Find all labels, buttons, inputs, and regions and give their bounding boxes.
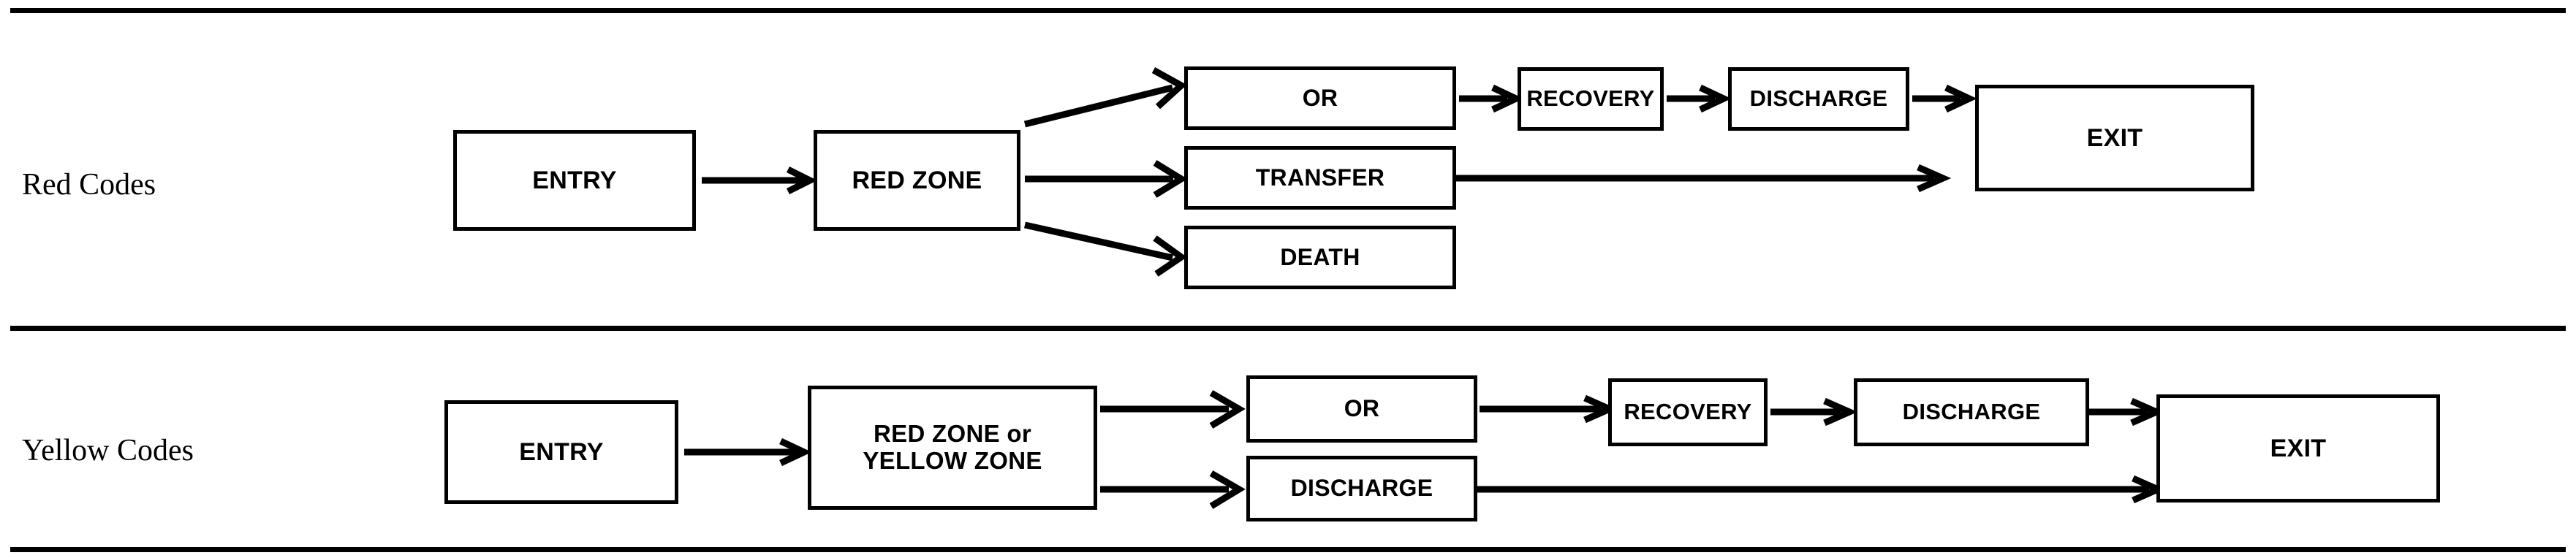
node-red-entry[interactable]: ENTRY [453, 130, 696, 231]
node-red-recovery[interactable]: RECOVERY [1518, 67, 1664, 131]
row-label-red-codes: Red Codes [22, 168, 156, 202]
arrow-yellow-entry-to-zone [684, 437, 812, 467]
node-red-exit[interactable]: EXIT [1975, 85, 2254, 191]
node-yellow-discharge-branch[interactable]: DISCHARGE [1246, 456, 1477, 521]
node-red-transfer[interactable]: TRANSFER [1184, 146, 1456, 210]
node-yellow-zone-line2: YELLOW ZONE [863, 447, 1042, 474]
arrow-yellow-discharge-to-exit [2089, 397, 2165, 427]
arrow-yellow-or-to-recovery [1480, 394, 1618, 424]
arrow-red-recovery-to-discharge [1667, 84, 1732, 113]
node-yellow-discharge[interactable]: DISCHARGE [1854, 378, 2089, 446]
arrow-red-transfer-to-exit [1456, 164, 1952, 193]
divider-top [10, 8, 2566, 13]
divider-bottom [10, 547, 2566, 552]
node-yellow-entry[interactable]: ENTRY [444, 400, 678, 504]
arrow-group-yellow-zone-branches [1100, 387, 1254, 519]
arrow-yellow-branch-to-exit [1477, 475, 2167, 504]
row-label-yellow-codes: Yellow Codes [22, 434, 194, 467]
arrow-red-or-to-recovery [1459, 84, 1524, 113]
node-yellow-zone[interactable]: RED ZONE or YELLOW ZONE [808, 386, 1097, 510]
arrow-yellow-recovery-to-discharge [1770, 397, 1858, 427]
node-yellow-recovery[interactable]: RECOVERY [1608, 378, 1768, 446]
node-red-zone[interactable]: RED ZONE [814, 130, 1020, 231]
node-red-discharge[interactable]: DISCHARGE [1728, 67, 1909, 131]
node-yellow-exit[interactable]: EXIT [2156, 394, 2440, 502]
node-yellow-or[interactable]: OR [1246, 375, 1477, 443]
node-red-or[interactable]: OR [1184, 66, 1456, 130]
node-yellow-zone-line1: RED ZONE or [874, 420, 1031, 448]
node-red-death[interactable]: DEATH [1184, 226, 1456, 289]
divider-middle [10, 326, 2566, 331]
arrow-red-entry-to-zone [702, 166, 818, 195]
arrow-red-discharge-to-exit [1912, 84, 1977, 113]
arrow-group-red-zone-branches [1023, 44, 1192, 277]
